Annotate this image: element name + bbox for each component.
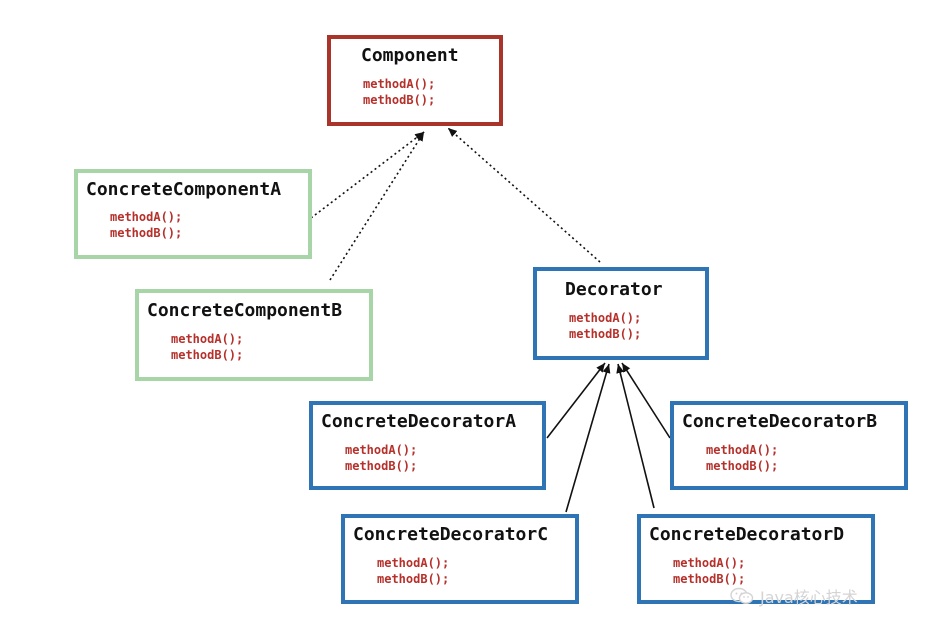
method-a: methodA(); — [110, 210, 183, 224]
method-b: methodB(); — [706, 459, 779, 473]
method-b: methodB(); — [171, 348, 244, 362]
class-concrete-component-a: ConcreteComponentA methodA(); methodB(); — [74, 169, 312, 259]
method-a: methodA(); — [171, 332, 244, 346]
class-name: Component — [361, 45, 459, 66]
class-name: ConcreteComponentB — [147, 300, 343, 321]
class-component: Component methodA(); methodB(); — [327, 35, 503, 126]
method-b: methodB(); — [377, 572, 450, 586]
wechat-icon — [730, 587, 754, 604]
method-a: methodA(); — [569, 311, 642, 325]
method-b: methodB(); — [363, 93, 436, 107]
method-b: methodB(); — [110, 226, 183, 240]
class-name: ConcreteComponentA — [86, 179, 282, 200]
method-b: methodB(); — [345, 459, 418, 473]
class-concrete-decorator-b: ConcreteDecoratorB methodA(); methodB(); — [670, 401, 908, 490]
class-name: ConcreteDecoratorC — [353, 524, 549, 545]
method-a: methodA(); — [673, 556, 746, 570]
arrow-concrete-decorator-a-to-decorator — [546, 362, 606, 439]
method-a: methodA(); — [345, 443, 418, 457]
arrow-concrete-component-b-to-component — [329, 131, 425, 281]
arrow-concrete-decorator-c-to-decorator — [565, 363, 611, 513]
method-a: methodA(); — [363, 77, 436, 91]
class-name: ConcreteDecoratorB — [682, 411, 878, 432]
arrow-decorator-to-component — [447, 127, 601, 263]
class-concrete-decorator-c: ConcreteDecoratorC methodA(); methodB(); — [341, 514, 579, 604]
method-b: methodB(); — [569, 327, 642, 341]
watermark: Java核心技术 — [730, 584, 858, 608]
class-name: ConcreteDecoratorD — [649, 524, 845, 545]
class-concrete-decorator-a: ConcreteDecoratorA methodA(); methodB(); — [309, 401, 546, 490]
class-name: ConcreteDecoratorA — [321, 411, 517, 432]
method-a: methodA(); — [706, 443, 779, 457]
class-name: Decorator — [565, 279, 663, 300]
method-b: methodB(); — [673, 572, 746, 586]
arrow-concrete-decorator-b-to-decorator — [621, 362, 671, 439]
arrow-concrete-decorator-d-to-decorator — [616, 363, 655, 509]
class-concrete-decorator-d: ConcreteDecoratorD methodA(); methodB(); — [637, 514, 875, 604]
arrow-concrete-component-a-to-component — [310, 131, 425, 219]
class-decorator: Decorator methodA(); methodB(); — [533, 267, 709, 360]
method-a: methodA(); — [377, 556, 450, 570]
watermark-text: Java核心技术 — [760, 588, 858, 607]
class-concrete-component-b: ConcreteComponentB methodA(); methodB(); — [135, 289, 373, 381]
